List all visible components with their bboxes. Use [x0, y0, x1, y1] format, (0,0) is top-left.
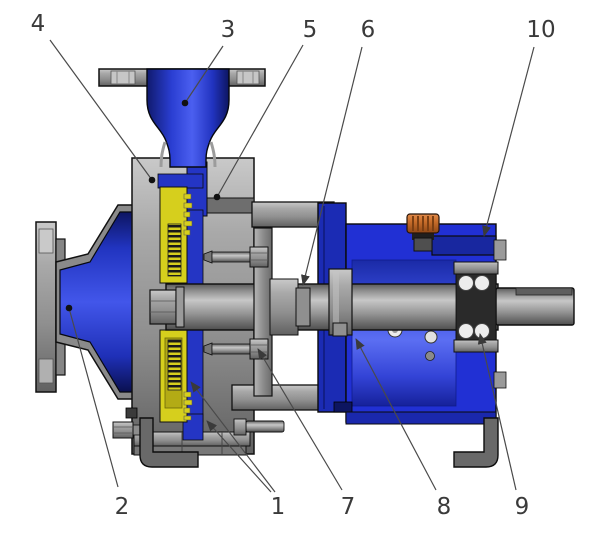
gland-nut-top [249, 246, 269, 268]
callout-dots [65, 99, 221, 312]
callout-label-6: 6 [361, 17, 376, 43]
leader-1a [206, 420, 272, 493]
bearing-ball [458, 323, 474, 339]
casing-base-joints [181, 432, 223, 455]
leader-6 [301, 46, 363, 286]
bearing-cover [431, 235, 497, 256]
leader-3 [184, 45, 224, 104]
leader-2 [68, 307, 119, 488]
impeller-section [159, 186, 193, 423]
ball-bearing [453, 261, 499, 353]
seal-gland [269, 278, 299, 336]
dot-3 [181, 99, 189, 107]
impeller-wear-ring-teeth-bottom [183, 391, 193, 421]
discharge-nozzle [146, 68, 230, 168]
callout-label-9: 9 [515, 494, 530, 520]
gland-nut-bottom [249, 338, 269, 360]
dot-4 [148, 176, 156, 184]
callout-label-4: 4 [31, 11, 46, 37]
callout-label-8: 8 [437, 494, 452, 520]
callout-label-2: 2 [115, 494, 130, 520]
impeller-nut [149, 286, 185, 328]
impeller-wear-ring-teeth-top [183, 193, 193, 236]
callout-label-3: 3 [221, 17, 236, 43]
leader-1b [190, 381, 276, 493]
cap-knurling [412, 216, 434, 231]
suction-nozzle [55, 204, 153, 400]
callout-labels: 4 3 5 6 10 2 1 7 8 9 [31, 11, 556, 520]
support-foot-left [139, 417, 199, 468]
pump-shaft [165, 283, 575, 331]
hex-bolt [112, 421, 134, 439]
leader-4 [49, 39, 153, 181]
leader-5 [216, 44, 304, 198]
leader-9 [477, 333, 517, 491]
housing-bore [351, 259, 457, 407]
shaft-keyway [515, 287, 573, 296]
bearing-ball [474, 275, 490, 291]
drain-stud [245, 420, 285, 433]
labyrinth-seal-top [167, 223, 182, 277]
leader-7 [257, 348, 343, 491]
callout-leaders [49, 39, 535, 493]
gland-stud-bottom [211, 343, 257, 355]
bearing-ball [474, 323, 490, 339]
support-foot-right [453, 417, 499, 468]
callout-label-10: 10 [526, 17, 555, 43]
callout-label-5: 5 [303, 17, 318, 43]
oil-filler-cap [406, 213, 440, 252]
labyrinth-seal-bottom [167, 339, 182, 391]
bearing-ball [458, 275, 474, 291]
leader-10 [482, 46, 535, 237]
gland-stud-top [211, 251, 257, 263]
callout-label-1: 1 [271, 494, 286, 520]
casing-bottom-hardware [112, 407, 285, 439]
shaft-deflector [328, 268, 353, 337]
leader-8 [355, 338, 437, 491]
dot-2 [65, 304, 73, 312]
dot-5 [213, 193, 221, 201]
callout-label-7: 7 [341, 494, 356, 520]
